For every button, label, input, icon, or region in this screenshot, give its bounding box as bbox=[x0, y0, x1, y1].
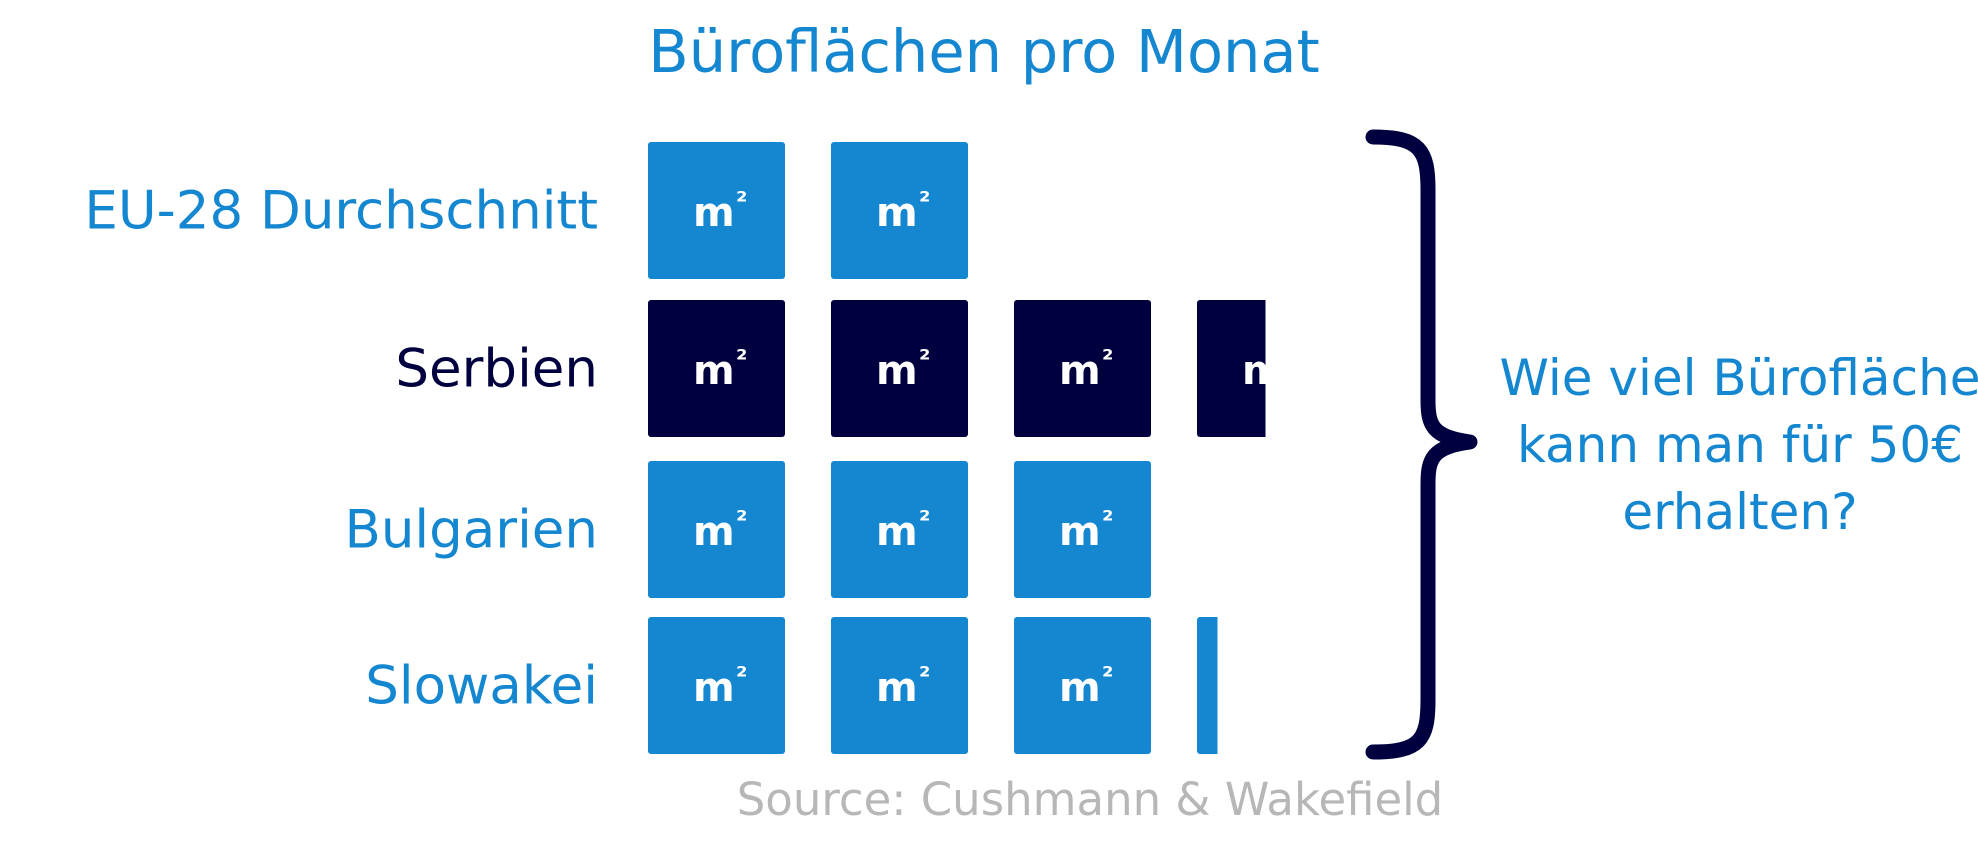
tile-unit-superscript: ² bbox=[919, 187, 930, 217]
category-label: Bulgarien bbox=[344, 500, 598, 561]
area-tile bbox=[1014, 300, 1151, 437]
category-label: EU-28 Durchschnitt bbox=[84, 181, 598, 242]
tile-unit-superscript: ² bbox=[919, 662, 930, 692]
tile-unit-label: m bbox=[876, 665, 918, 711]
area-tile bbox=[648, 300, 785, 437]
tile-unit-label: m bbox=[876, 509, 918, 555]
tile-unit-label: m bbox=[1242, 665, 1284, 711]
area-tile bbox=[1197, 617, 1218, 754]
question-line-3: erhalten? bbox=[1622, 483, 1858, 541]
source-note: Source: Cushmann & Wakefield bbox=[736, 773, 1444, 826]
tile-unit-superscript: ² bbox=[736, 506, 747, 536]
area-tile bbox=[831, 461, 968, 598]
area-tile bbox=[648, 617, 785, 754]
tile-unit-superscript: ² bbox=[919, 506, 930, 536]
area-tile bbox=[831, 300, 968, 437]
tile-unit-superscript: ² bbox=[736, 345, 747, 375]
tile-unit-label: m bbox=[1059, 665, 1101, 711]
tile-unit-label: m bbox=[693, 509, 735, 555]
category-label: Serbien bbox=[395, 339, 598, 400]
tile-unit-label: m bbox=[693, 665, 735, 711]
area-tile bbox=[831, 142, 968, 279]
question-line-1: Wie viel Bürofläche bbox=[1499, 349, 1978, 407]
area-tile bbox=[648, 461, 785, 598]
tile-unit-superscript: ² bbox=[1285, 345, 1296, 375]
tile-unit-label: m bbox=[876, 348, 918, 394]
area-tile bbox=[831, 617, 968, 754]
tile-unit-label: m bbox=[693, 190, 735, 236]
tile-unit-superscript: ² bbox=[1102, 662, 1113, 692]
question-line-2: kann man für 50€ bbox=[1516, 416, 1964, 474]
tile-unit-superscript: ² bbox=[736, 662, 747, 692]
tile-unit-superscript: ² bbox=[919, 345, 930, 375]
chart-title: Büroflächen pro Monat bbox=[648, 17, 1320, 86]
tile-unit-superscript: ² bbox=[1102, 345, 1113, 375]
tile-unit-label: m bbox=[693, 348, 735, 394]
tile-unit-label: m bbox=[876, 190, 918, 236]
tile-unit-label: m bbox=[1059, 509, 1101, 555]
category-label: Slowakei bbox=[365, 656, 598, 717]
curly-brace-icon bbox=[1365, 129, 1478, 760]
question-annotation: Wie viel Bürofläche kann man für 50€ erh… bbox=[1470, 345, 1978, 546]
tile-unit-superscript: ² bbox=[736, 187, 747, 217]
tile-unit-superscript: ² bbox=[1102, 506, 1113, 536]
area-tile bbox=[648, 142, 785, 279]
area-tile bbox=[1197, 300, 1266, 437]
tile-unit-superscript: ² bbox=[1285, 662, 1296, 692]
tile-unit-label: m bbox=[1059, 348, 1101, 394]
area-tile bbox=[1014, 617, 1151, 754]
area-tile bbox=[1014, 461, 1151, 598]
tile-unit-label: m bbox=[1242, 348, 1284, 394]
